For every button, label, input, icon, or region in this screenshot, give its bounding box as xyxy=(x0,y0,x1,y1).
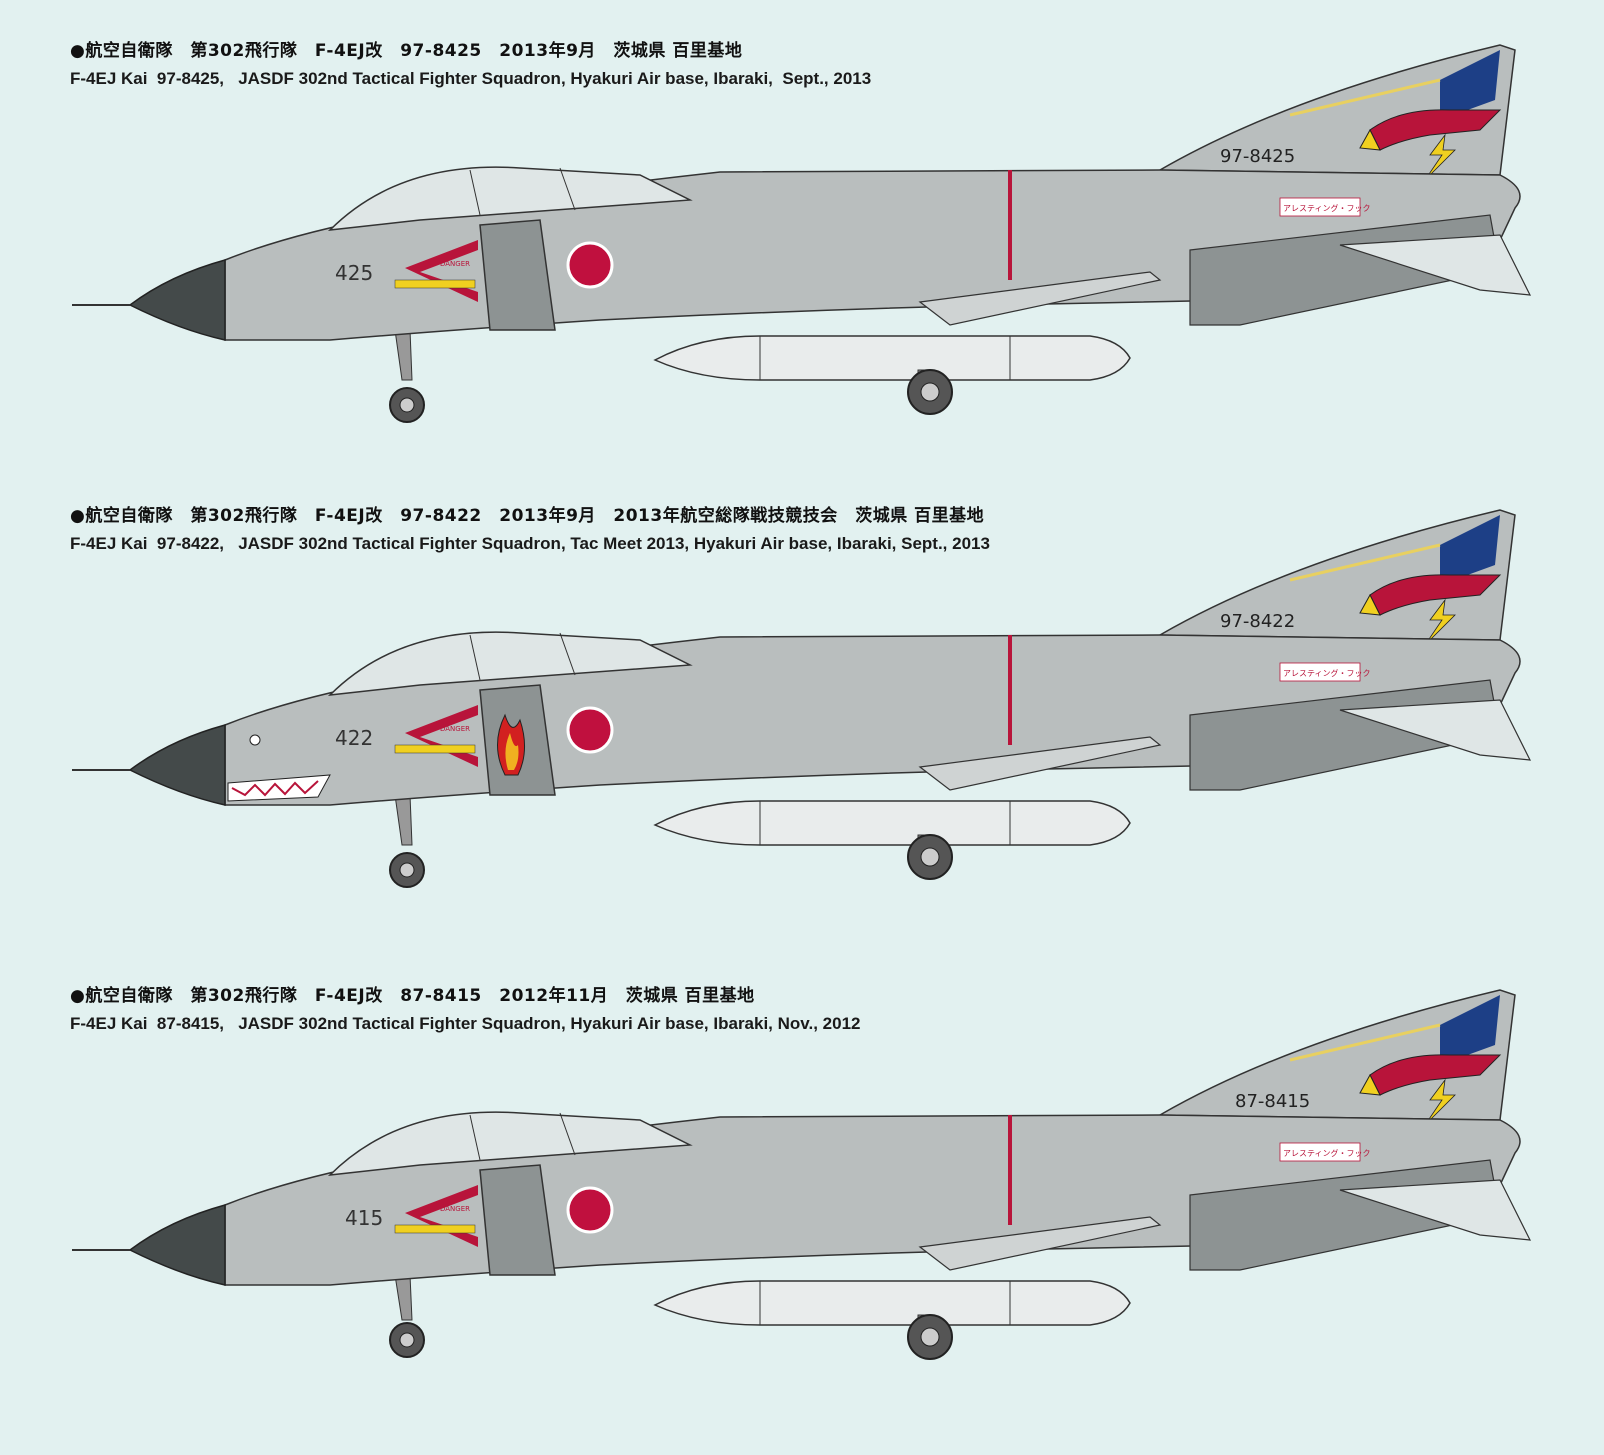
tail-eagle-beak xyxy=(1359,593,1381,616)
caption: ●航空自衛隊 第302飛行隊 F-4EJ改 97-8422 2013年9月 20… xyxy=(70,505,990,555)
external-fuel-tank xyxy=(653,335,1131,381)
tail-eagle-red xyxy=(1369,109,1502,151)
tail-number: 87-8415 xyxy=(1235,1091,1310,1112)
vertical-tail xyxy=(1157,44,1516,176)
danger-label: DANGER xyxy=(440,1205,470,1213)
air-intake xyxy=(479,219,556,331)
canopy xyxy=(327,631,693,696)
canopy xyxy=(327,166,693,231)
caption-japanese: ●航空自衛隊 第302飛行隊 F-4EJ改 97-8425 2013年9月 茨城… xyxy=(70,41,743,61)
caption-english: F-4EJ Kai 87-8415, JASDF 302nd Tactical … xyxy=(70,1014,861,1033)
aircraft-profile-3: ●航空自衛隊 第302飛行隊 F-4EJ改 87-8415 2012年11月 茨… xyxy=(0,985,1604,1455)
caption: ●航空自衛隊 第302飛行隊 F-4EJ改 97-8425 2013年9月 茨城… xyxy=(70,40,871,90)
aircraft-profile-2: ●航空自衛隊 第302飛行隊 F-4EJ改 97-8422 2013年9月 20… xyxy=(0,505,1604,975)
nose-gear-strut xyxy=(394,329,413,381)
nose-number: 422 xyxy=(335,726,373,750)
shark-eye xyxy=(249,734,261,746)
wing xyxy=(918,736,1162,791)
nose-number: 425 xyxy=(335,261,373,285)
stabilator xyxy=(1339,1179,1532,1241)
wing xyxy=(918,271,1162,326)
hinomaru-roundel xyxy=(566,1186,614,1234)
fuselage-red-band xyxy=(1008,170,1012,280)
arresting-hook-label: アレスティング・フック xyxy=(1283,203,1371,213)
danger-label: DANGER xyxy=(440,260,470,268)
f4ej-profile-illustration: 97-8425 425 DANGER アレスティング・フック xyxy=(72,44,1532,423)
stabilator xyxy=(1339,234,1532,296)
caption-japanese: ●航空自衛隊 第302飛行隊 F-4EJ改 97-8422 2013年9月 20… xyxy=(70,506,985,526)
nose-gear-strut xyxy=(394,1274,413,1321)
tail-eagle-blue xyxy=(1440,50,1500,120)
tail-eagle-beak xyxy=(1359,128,1381,151)
f4ej-profile-illustration: 97-8422 422 DANGER アレスティング・フック xyxy=(72,509,1532,888)
nose-gear-strut xyxy=(394,794,413,846)
tail-eagle-beak xyxy=(1359,1073,1381,1096)
tail-eagle-red xyxy=(1369,574,1502,616)
tail-number: 97-8422 xyxy=(1220,611,1295,632)
hinomaru-roundel xyxy=(566,706,614,754)
arresting-hook-label: アレスティング・フック xyxy=(1283,1148,1371,1158)
wing xyxy=(918,1216,1162,1271)
danger-label: DANGER xyxy=(440,725,470,733)
vertical-tail xyxy=(1157,989,1516,1121)
radome xyxy=(128,1204,226,1286)
vertical-tail xyxy=(1157,509,1516,641)
aircraft-profile-1: ●航空自衛隊 第302飛行隊 F-4EJ改 97-8425 2013年9月 茨城… xyxy=(0,40,1604,510)
fuselage-red-band xyxy=(1008,1115,1012,1225)
stabilator xyxy=(1339,699,1532,761)
external-fuel-tank xyxy=(653,800,1131,846)
tail-eagle-red xyxy=(1369,1054,1502,1096)
caption-english: F-4EJ Kai 97-8422, JASDF 302nd Tactical … xyxy=(70,534,990,553)
arresting-hook-label: アレスティング・フック xyxy=(1283,668,1371,678)
nose-number: 415 xyxy=(345,1206,383,1230)
tail-number: 97-8425 xyxy=(1220,146,1295,167)
f4ej-profile-illustration: 87-8415 415 DANGER アレスティング・フック xyxy=(72,989,1532,1360)
radome xyxy=(128,724,226,806)
tail-eagle-blue xyxy=(1440,995,1500,1065)
fuselage-red-band xyxy=(1008,635,1012,745)
caption-english: F-4EJ Kai 97-8425, JASDF 302nd Tactical … xyxy=(70,69,872,88)
air-intake xyxy=(479,1164,556,1276)
canopy xyxy=(327,1111,693,1176)
radome xyxy=(128,259,226,341)
caption-japanese: ●航空自衛隊 第302飛行隊 F-4EJ改 87-8415 2012年11月 茨… xyxy=(70,986,755,1006)
hinomaru-roundel xyxy=(566,241,614,289)
caption: ●航空自衛隊 第302飛行隊 F-4EJ改 87-8415 2012年11月 茨… xyxy=(70,985,860,1035)
external-fuel-tank xyxy=(653,1280,1131,1326)
tail-eagle-blue xyxy=(1440,515,1500,585)
